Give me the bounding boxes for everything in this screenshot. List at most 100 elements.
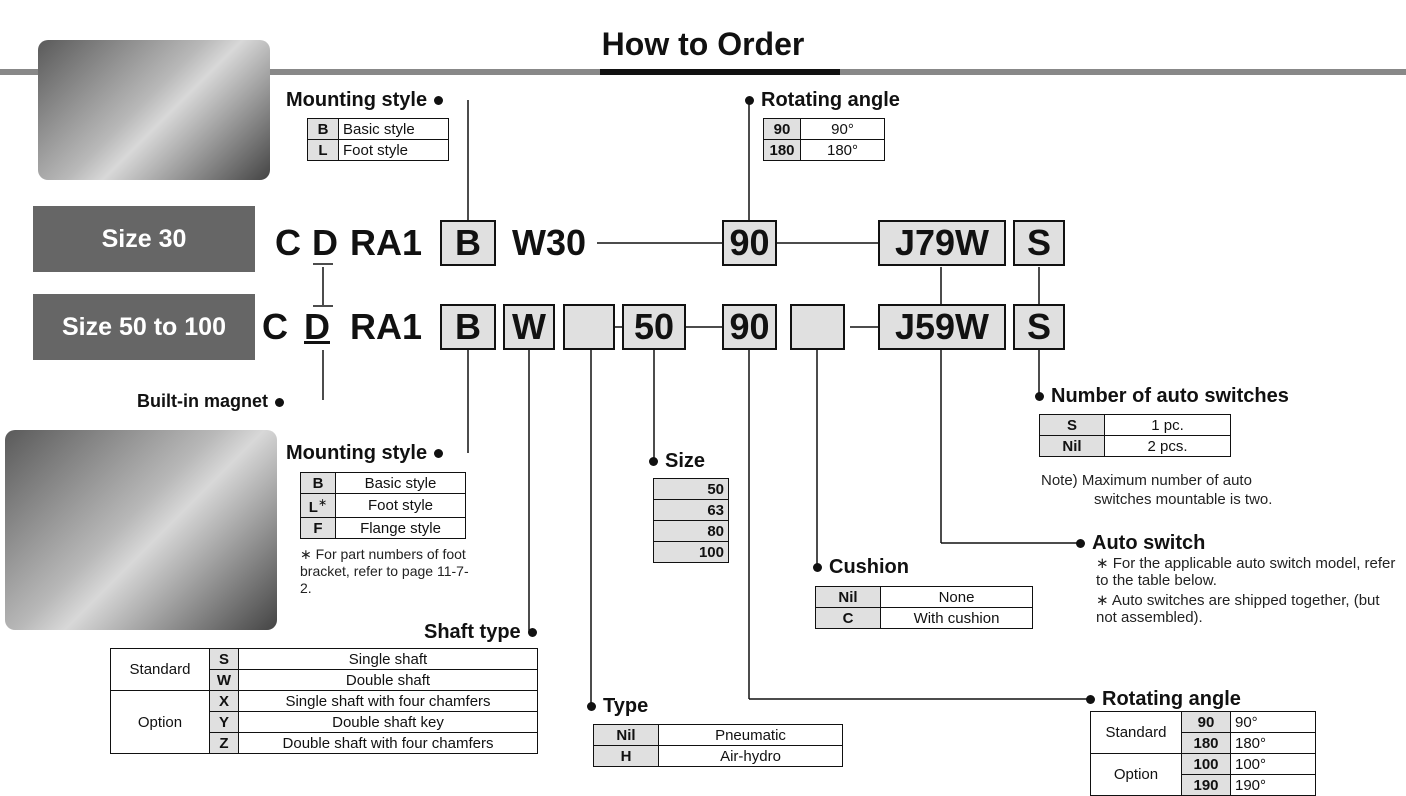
table-cell: S <box>1039 414 1105 436</box>
table-cell: Double shaft key <box>238 711 538 733</box>
code50-cushion-box <box>790 304 845 350</box>
auto-switch-note-2: ∗ Auto switches are shipped together, (b… <box>1096 592 1380 626</box>
size-tag-30: Size 30 <box>33 206 255 272</box>
table-cell: W <box>209 669 239 691</box>
table-cell: 90 <box>1181 711 1231 733</box>
table-cell: X <box>209 690 239 712</box>
code30-c: C <box>275 222 301 263</box>
table-cell: Nil <box>593 724 659 746</box>
shaft-title: Shaft type <box>424 621 537 644</box>
type-title: Type <box>587 695 648 718</box>
table-cell: Standard <box>1090 711 1182 754</box>
code50-c: C <box>262 306 288 347</box>
header-band-left <box>0 69 600 75</box>
num-switches-title: Number of auto switches <box>1035 385 1289 408</box>
table-cell: Double shaft with four chamfers <box>238 732 538 754</box>
table-cell: Standard <box>110 648 210 691</box>
mounting-bottom-title: Mounting style <box>286 442 444 465</box>
table-cell: 63 <box>653 499 729 521</box>
table-cell: B <box>300 472 336 494</box>
code50-switch-box: J59W <box>878 304 1006 350</box>
table-cell: H <box>593 745 659 767</box>
mounting-top-title: Mounting style <box>286 89 444 112</box>
table-cell: 180 <box>763 139 801 161</box>
table-cell: 190° <box>1230 774 1316 796</box>
num-switches-note-2: switches mountable is two. <box>1094 491 1273 508</box>
code50-d: D <box>304 306 330 347</box>
size-tag-50-100: Size 50 to 100 <box>33 294 255 360</box>
table-cell: Foot style <box>338 139 449 161</box>
table-cell: 180° <box>800 139 885 161</box>
code50-s-box: S <box>1013 304 1065 350</box>
table-cell: 90° <box>1230 711 1316 733</box>
code30-switch-box: J79W <box>878 220 1006 266</box>
table-cell: 100 <box>1181 753 1231 775</box>
code50-mounting-box: B <box>440 304 496 350</box>
table-cell: C <box>815 607 881 629</box>
table-cell: B <box>307 118 339 140</box>
code30-d: D <box>312 222 338 263</box>
table-row: 80 <box>653 520 729 542</box>
table-cell: 100° <box>1230 753 1316 775</box>
table-cell: 90° <box>800 118 885 140</box>
table-cell: Single shaft with four chamfers <box>238 690 538 712</box>
table-row: 50 <box>653 478 729 500</box>
table-cell: S <box>209 648 239 670</box>
table-cell: Z <box>209 732 239 754</box>
product-photo-size50 <box>5 430 277 630</box>
code30-mounting-box: B <box>440 220 496 266</box>
table-cell: 80 <box>653 520 729 542</box>
rotating-top-title: Rotating angle <box>745 89 900 112</box>
num-switches-note-1: Note) Maximum number of auto <box>1041 472 1252 489</box>
table-cell: 2 pcs. <box>1104 435 1231 457</box>
code50-shaft-box: W <box>503 304 555 350</box>
table-cell: Foot style <box>335 493 466 518</box>
code30-w30: W30 <box>512 222 587 263</box>
code30-angle-box: 90 <box>722 220 777 266</box>
mounting-bottom-note: ∗ For part numbers of foot bracket, refe… <box>300 546 469 596</box>
table-cell: 100 <box>653 541 729 563</box>
header-band-right <box>840 69 1406 75</box>
table-cell: 1 pc. <box>1104 414 1231 436</box>
header-band-center <box>600 69 840 75</box>
table-cell: Flange style <box>335 517 466 539</box>
table-cell: 90 <box>763 118 801 140</box>
code30-ra1: RA1 <box>350 222 423 263</box>
table-row: 63 <box>653 499 729 521</box>
table-cell: Option <box>1090 753 1182 796</box>
built-in-magnet-label: Built-in magnet <box>137 391 284 412</box>
table-cell: Option <box>110 690 210 754</box>
table-cell: Double shaft <box>238 669 538 691</box>
cushion-title: Cushion <box>813 556 909 579</box>
auto-switch-title: Auto switch <box>1076 532 1205 555</box>
table-cell: F <box>300 517 336 539</box>
table-cell: 190 <box>1181 774 1231 796</box>
